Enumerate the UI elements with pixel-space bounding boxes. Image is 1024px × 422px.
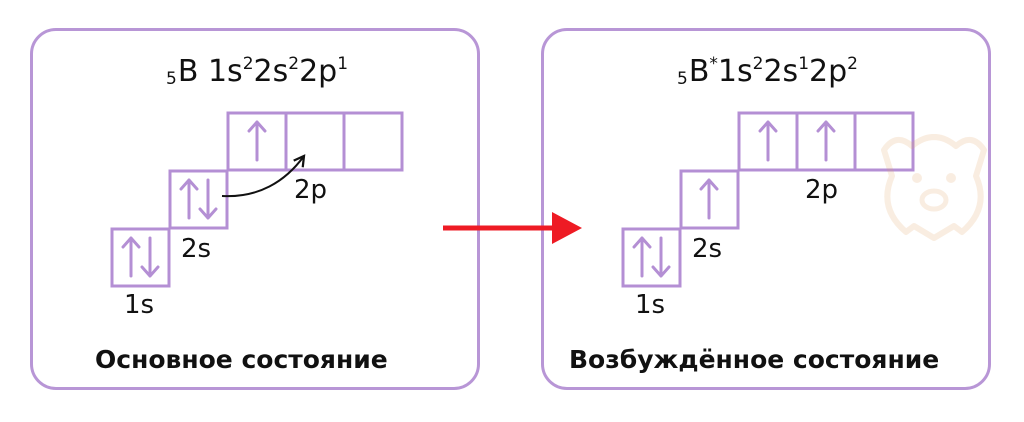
- ground-state-caption: Основное состояние: [95, 345, 388, 374]
- excited-state-panel: [541, 28, 991, 390]
- cell-2s: [168, 169, 229, 230]
- up-arrow-icon: [758, 120, 778, 162]
- up-arrow-icon: [179, 178, 199, 220]
- cell-2p-3: [853, 111, 915, 172]
- cell-1s: [621, 227, 682, 288]
- atomic-number: 5: [677, 69, 688, 89]
- label-1s: 1s: [635, 290, 666, 320]
- excited-state-formula: 5B*1s22s12p2: [677, 54, 858, 89]
- ground-state-panel: [30, 28, 480, 390]
- up-arrow-icon: [121, 236, 141, 278]
- up-arrow-icon: [816, 120, 836, 162]
- element-symbol: B: [688, 54, 710, 89]
- up-arrow-icon: [632, 236, 652, 278]
- element-symbol: B: [177, 54, 199, 89]
- ground-state-formula: 5B 1s22s22p1: [166, 54, 349, 89]
- up-arrow-icon: [247, 120, 267, 162]
- excited-state-caption: Возбуждённое состояние: [569, 345, 940, 374]
- transition-arrow-icon: [443, 212, 582, 244]
- electron-transition-arrow: [221, 154, 306, 198]
- down-arrow-icon: [140, 236, 160, 278]
- down-arrow-icon: [198, 178, 218, 220]
- label-2p: 2p: [805, 175, 839, 205]
- label-2s: 2s: [692, 234, 723, 264]
- watermark-logo-icon: [881, 134, 987, 241]
- label-1s: 1s: [124, 290, 155, 320]
- label-2s: 2s: [181, 234, 212, 264]
- label-2p: 2p: [294, 175, 328, 205]
- cell-2p-3: [342, 111, 404, 172]
- up-arrow-icon: [699, 178, 719, 220]
- atomic-number: 5: [166, 69, 177, 89]
- cell-2p-2: [284, 111, 346, 172]
- down-arrow-icon: [651, 236, 671, 278]
- excited-star: *: [709, 54, 718, 74]
- cell-1s: [110, 227, 171, 288]
